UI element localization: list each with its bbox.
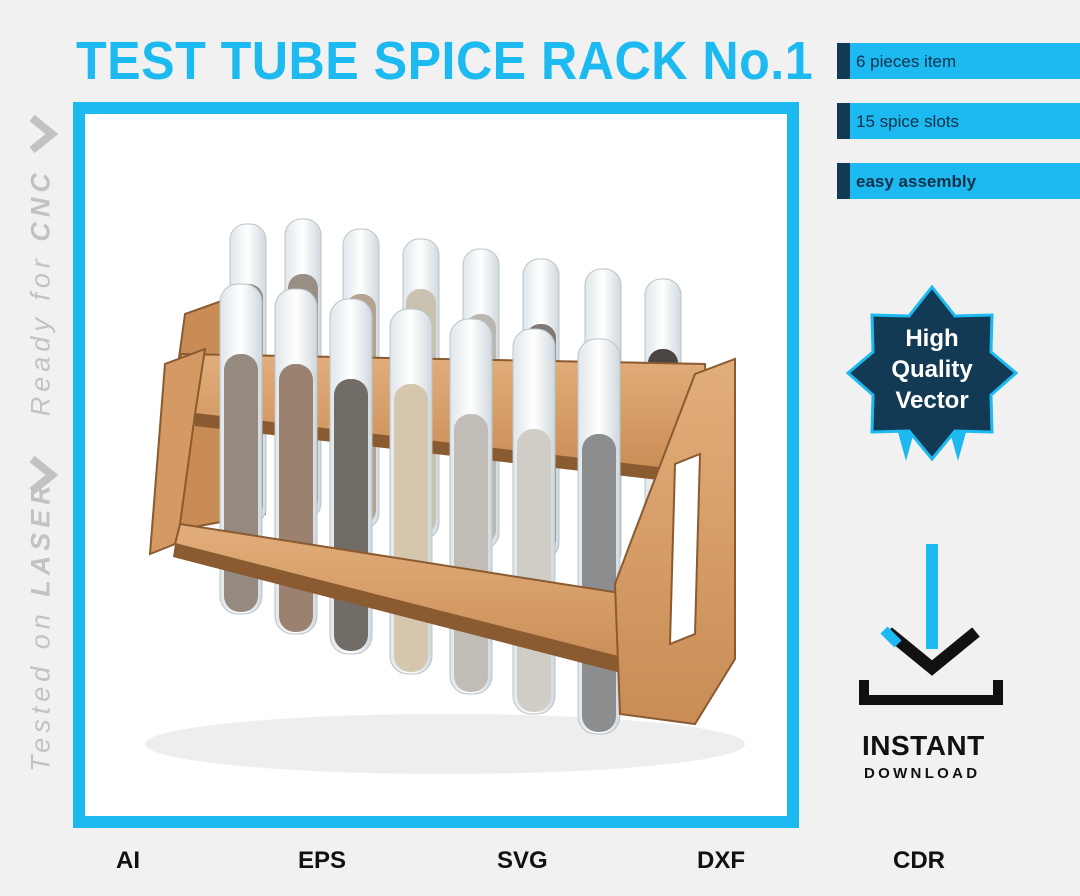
feature-bar: easy assembly — [837, 163, 1080, 199]
chevron-right-icon — [29, 455, 59, 495]
quality-badge-icon — [846, 285, 1018, 462]
page-title: TEST TUBE SPICE RACK No.1 — [76, 31, 814, 91]
quality-badge-text: High Quality Vector — [891, 325, 973, 414]
format-label-dxf: DXF — [697, 847, 745, 874]
format-label-cdr: CDR — [893, 847, 945, 874]
format-label-svg: SVG — [497, 847, 548, 874]
download-label: DOWNLOAD — [864, 765, 981, 782]
feature-text: easy assembly — [856, 172, 977, 191]
side-label-text: Tested on LASERReady for CNC — [25, 168, 56, 772]
feature-text: 15 spice slots — [856, 112, 959, 131]
feature-bar-marker — [837, 43, 850, 79]
product-image-frame — [73, 102, 799, 828]
chevron-right-icon — [29, 114, 59, 154]
download-icon — [859, 544, 1003, 705]
front-tubes — [219, 283, 621, 735]
feature-bar-marker — [837, 103, 850, 139]
feature-bar: 6 pieces item — [837, 43, 1080, 79]
feature-bar-marker — [837, 163, 850, 199]
instant-label: INSTANT — [862, 730, 985, 761]
format-label-eps: EPS — [298, 847, 347, 874]
spice-rack-illustration — [145, 218, 745, 774]
feature-text: 6 pieces item — [856, 52, 957, 71]
feature-bar: 15 spice slots — [837, 103, 1080, 139]
format-label-ai: AI — [116, 847, 140, 874]
